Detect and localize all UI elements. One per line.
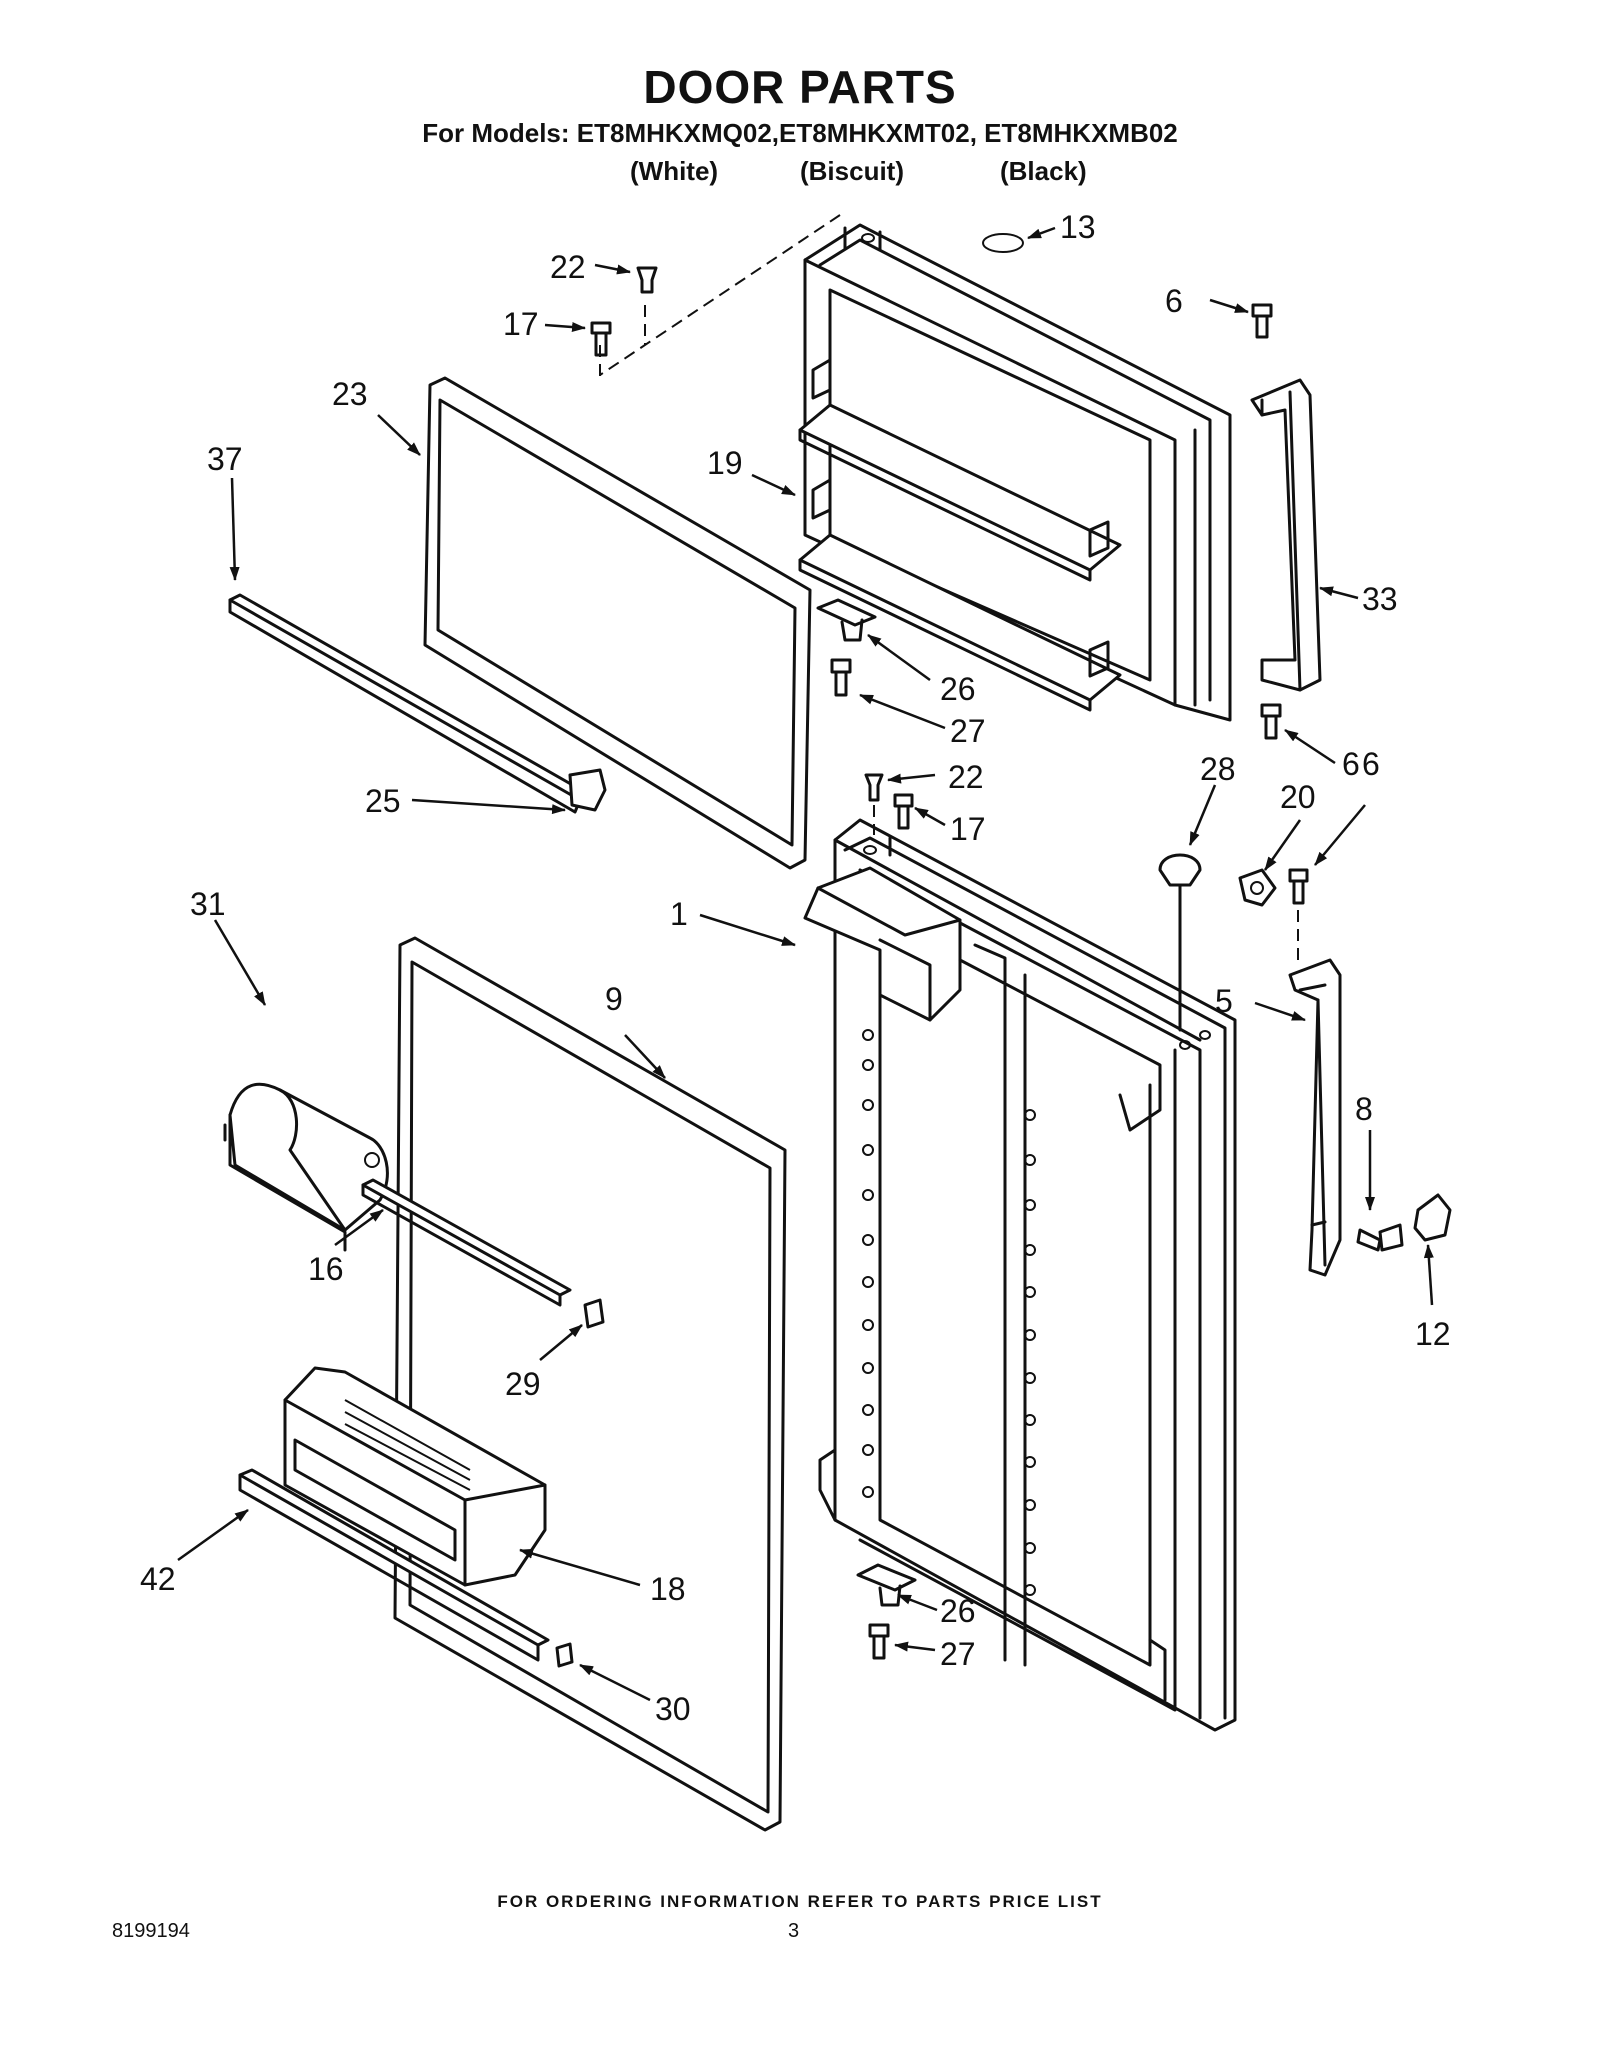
document-number: 8199194 [112,1920,190,1942]
color-black: (Black) [1000,156,1087,186]
callout-27-bottom: 27 [940,1636,976,1672]
callout-28: 28 [1200,751,1236,787]
callout-23: 23 [332,376,368,412]
callout-27-top: 27 [950,713,986,749]
callout-31: 31 [190,886,226,922]
screw-6-top [1251,303,1273,339]
callout-9: 9 [605,981,623,1017]
callout-29: 29 [505,1366,541,1402]
callout-12: 12 [1415,1316,1451,1352]
screw-6-bottom [1260,703,1282,740]
freezer-door-part [798,223,1232,722]
callout-42: 42 [140,1561,176,1597]
callout-6-right: 6 [1362,746,1380,782]
page-number: 3 [788,1920,800,1942]
leader-lines [177,226,1434,1702]
callout-25: 25 [365,783,401,819]
callout-22-top: 22 [550,249,586,285]
pin-22-top [636,266,658,294]
trim-strip-part [228,593,592,814]
callout-17-mid: 17 [950,811,986,847]
shelf-cover-part [223,1082,389,1252]
callout-16: 16 [308,1251,344,1287]
callout-13: 13 [1060,209,1096,245]
callout-37: 37 [207,441,243,477]
color-white: (White) [630,156,719,186]
callout-26-top: 26 [940,671,976,707]
door-studs-right [1024,1109,1036,1596]
callout-labels: 13 22 17 6 23 37 19 33 26 27 6 22 25 17 … [140,209,1451,1727]
callout-6-top: 6 [1165,283,1183,319]
callout-30: 30 [655,1691,691,1727]
shelf-retainer-part [361,1178,572,1307]
hinge-26-top [816,598,877,642]
callout-6-mid: 6 [1342,746,1360,782]
screw-17-top [590,321,612,357]
callout-20: 20 [1280,779,1316,815]
fresh-food-handle-part [1288,958,1342,1277]
lower-retainer-part [238,1468,550,1662]
callout-8: 8 [1355,1091,1373,1127]
clip-25 [568,768,607,812]
callout-17-top: 17 [503,306,539,342]
ordering-note: FOR ORDERING INFORMATION REFER TO PARTS … [497,1892,1103,1911]
callout-19: 19 [707,445,743,481]
fresh-food-gasket-part [393,936,787,1832]
fresh-food-door-part [803,818,1237,1732]
freezer-gasket-part [423,376,812,870]
screw-27-top [830,658,852,697]
page-title: DOOR PARTS [643,61,957,113]
callout-22-mid: 22 [948,759,984,795]
callout-26-bottom: 26 [940,1593,976,1629]
callout-33: 33 [1362,581,1398,617]
door-studs-left [862,1029,874,1498]
freezer-handle-part [1250,378,1322,692]
models-line: For Models: ET8MHKXMQ02,ET8MHKXMT02, ET8… [422,118,1178,148]
door-bin-part [283,1366,547,1587]
callout-5: 5 [1215,983,1233,1019]
callout-1: 1 [670,896,688,932]
color-biscuit: (Biscuit) [800,156,904,186]
callout-18: 18 [650,1571,686,1607]
